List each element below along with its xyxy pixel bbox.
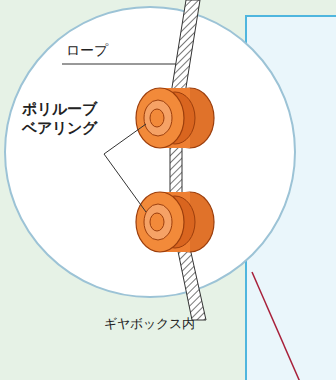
part-label: ロープ <box>66 42 108 60</box>
location-label: ギヤボックス内 <box>104 316 195 332</box>
rope <box>170 0 206 320</box>
leader-line <box>104 124 146 212</box>
bearing-roller <box>136 192 214 252</box>
part-label: ポリルーブ ベアリング <box>22 100 110 138</box>
leader-line <box>252 272 300 380</box>
bearing-roller <box>136 88 214 148</box>
leader-line <box>62 64 176 65</box>
detail-circle <box>5 7 295 297</box>
